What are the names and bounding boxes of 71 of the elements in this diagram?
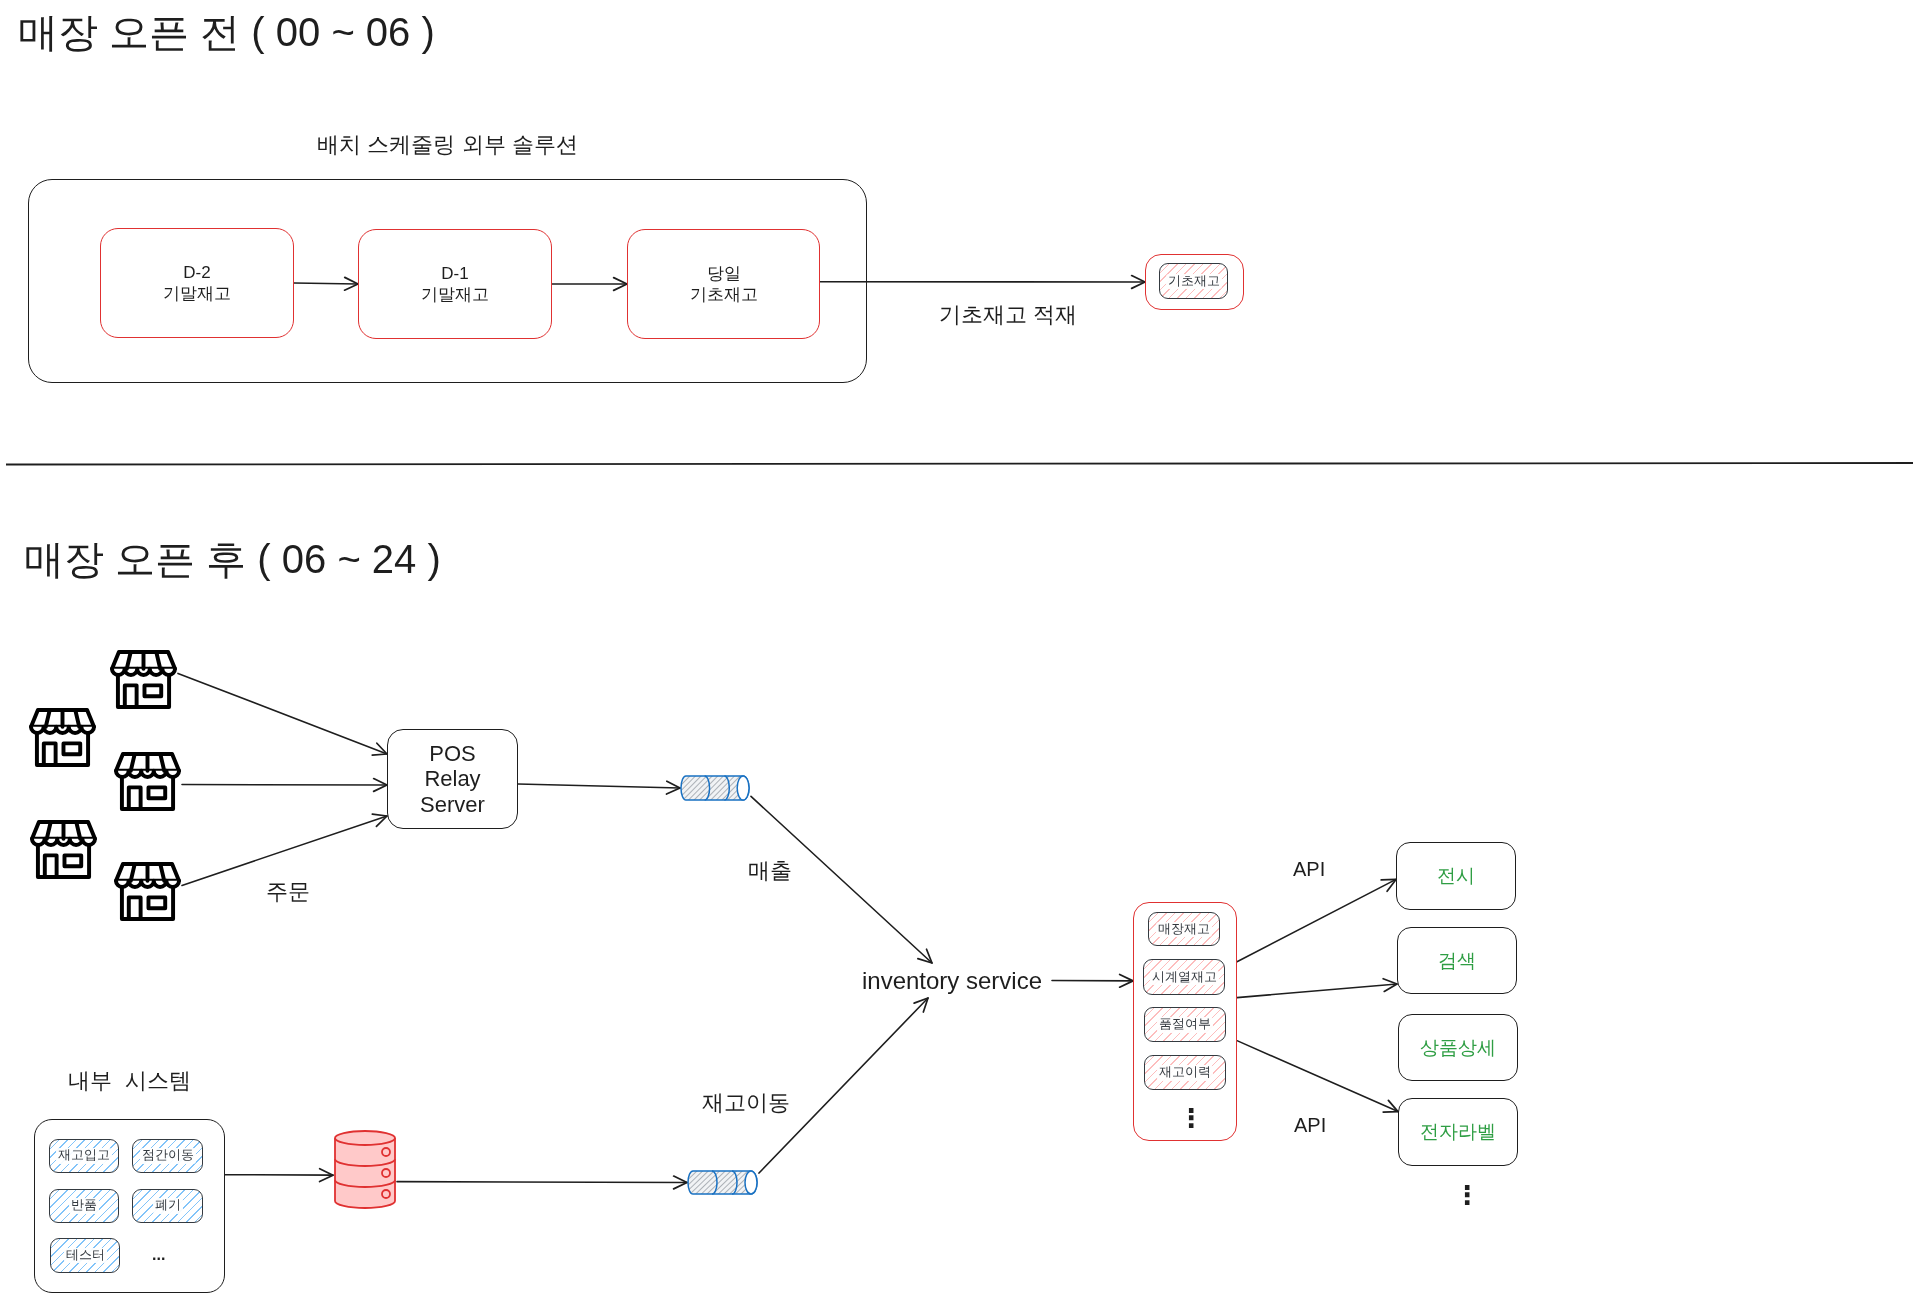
item-label: 점간이동: [139, 1148, 196, 1164]
vertical-ellipsis: ⋮: [1178, 1104, 1204, 1133]
arrow: [1051, 973, 1134, 989]
section-title: 매장 오픈 전 ( 00 ~ 06 ): [18, 10, 435, 54]
consumer-label: 상품상세: [1420, 1035, 1496, 1060]
item-label: 기초재고: [1165, 273, 1222, 290]
vertical-ellipsis: ⋮: [1454, 1181, 1480, 1210]
queue-icon: [680, 774, 751, 802]
store-icon: [109, 649, 178, 710]
item-label: 재고입고: [56, 1148, 112, 1164]
item-label: 반품: [69, 1198, 99, 1214]
stage-card: [358, 229, 552, 339]
group-title: 배치 스케줄링 외부 솔루션: [317, 132, 578, 159]
group-frame: [1133, 902, 1237, 1141]
item-label: 시계열재고: [1149, 969, 1219, 986]
consumer-label: 전시: [1437, 864, 1475, 888]
stage-label: D-2 기말재고: [162, 261, 232, 305]
edge-label: 재고이동: [702, 1090, 790, 1117]
item-card: [49, 1189, 119, 1223]
stage-label: D-1 기말재고: [420, 262, 490, 306]
arrow: [1236, 977, 1398, 999]
arrow: [551, 276, 628, 292]
item-card: [132, 1189, 203, 1223]
consumer-card: [1396, 842, 1516, 910]
group-frame: [1145, 254, 1244, 310]
item-label: 재고이력: [1157, 1065, 1214, 1081]
arrow: [177, 672, 388, 757]
consumer-card: [1397, 927, 1517, 994]
arrow: [1236, 1039, 1399, 1113]
item-card: [49, 1139, 119, 1173]
consumer-card: [1398, 1014, 1518, 1081]
server-card: [387, 729, 518, 829]
store-icon: [28, 707, 97, 768]
store-icon: [113, 751, 182, 812]
server-label: POS Relay Server: [419, 741, 486, 817]
consumer-label: 검색: [1438, 948, 1476, 973]
stage-card: [627, 229, 820, 339]
item-card: [132, 1139, 203, 1173]
arrow: [517, 780, 681, 795]
arrow: [1236, 878, 1397, 963]
store-icon: [113, 861, 182, 922]
database-icon: [333, 1129, 397, 1210]
item-card: [1144, 1007, 1227, 1043]
arrow: [181, 813, 388, 887]
arrow: [181, 777, 388, 793]
group-title: 내부 시스템: [67, 1068, 192, 1095]
item-card: [1143, 959, 1226, 996]
stage-card: [100, 228, 294, 338]
queue-icon: [687, 1169, 759, 1196]
consumer-label: 전자라벨: [1420, 1120, 1496, 1144]
ellipsis: ...: [152, 1246, 166, 1264]
arrow: [819, 274, 1146, 290]
section-title: 매장 오픈 후 ( 06 ~ 24 ): [24, 537, 441, 581]
service-label: inventory service: [861, 965, 1043, 996]
item-card: [1159, 263, 1229, 300]
arrow: [224, 1167, 334, 1183]
arrow: [758, 997, 929, 1174]
item-label: 폐기: [152, 1198, 183, 1214]
arrow: [750, 795, 933, 964]
item-label: 테스터: [63, 1247, 107, 1264]
item-card: [1144, 1055, 1227, 1091]
consumer-card: [1398, 1098, 1518, 1166]
item-card: [1148, 912, 1221, 947]
arrow: [396, 1175, 688, 1190]
stage-label: 당일 기초재고: [688, 262, 759, 306]
edge-label: 매출: [748, 858, 792, 885]
item-label: 품절여부: [1157, 1017, 1214, 1033]
item-label: 매장재고: [1156, 921, 1213, 938]
store-icon: [29, 819, 98, 880]
item-card: [50, 1238, 120, 1273]
arrow: [293, 276, 359, 292]
